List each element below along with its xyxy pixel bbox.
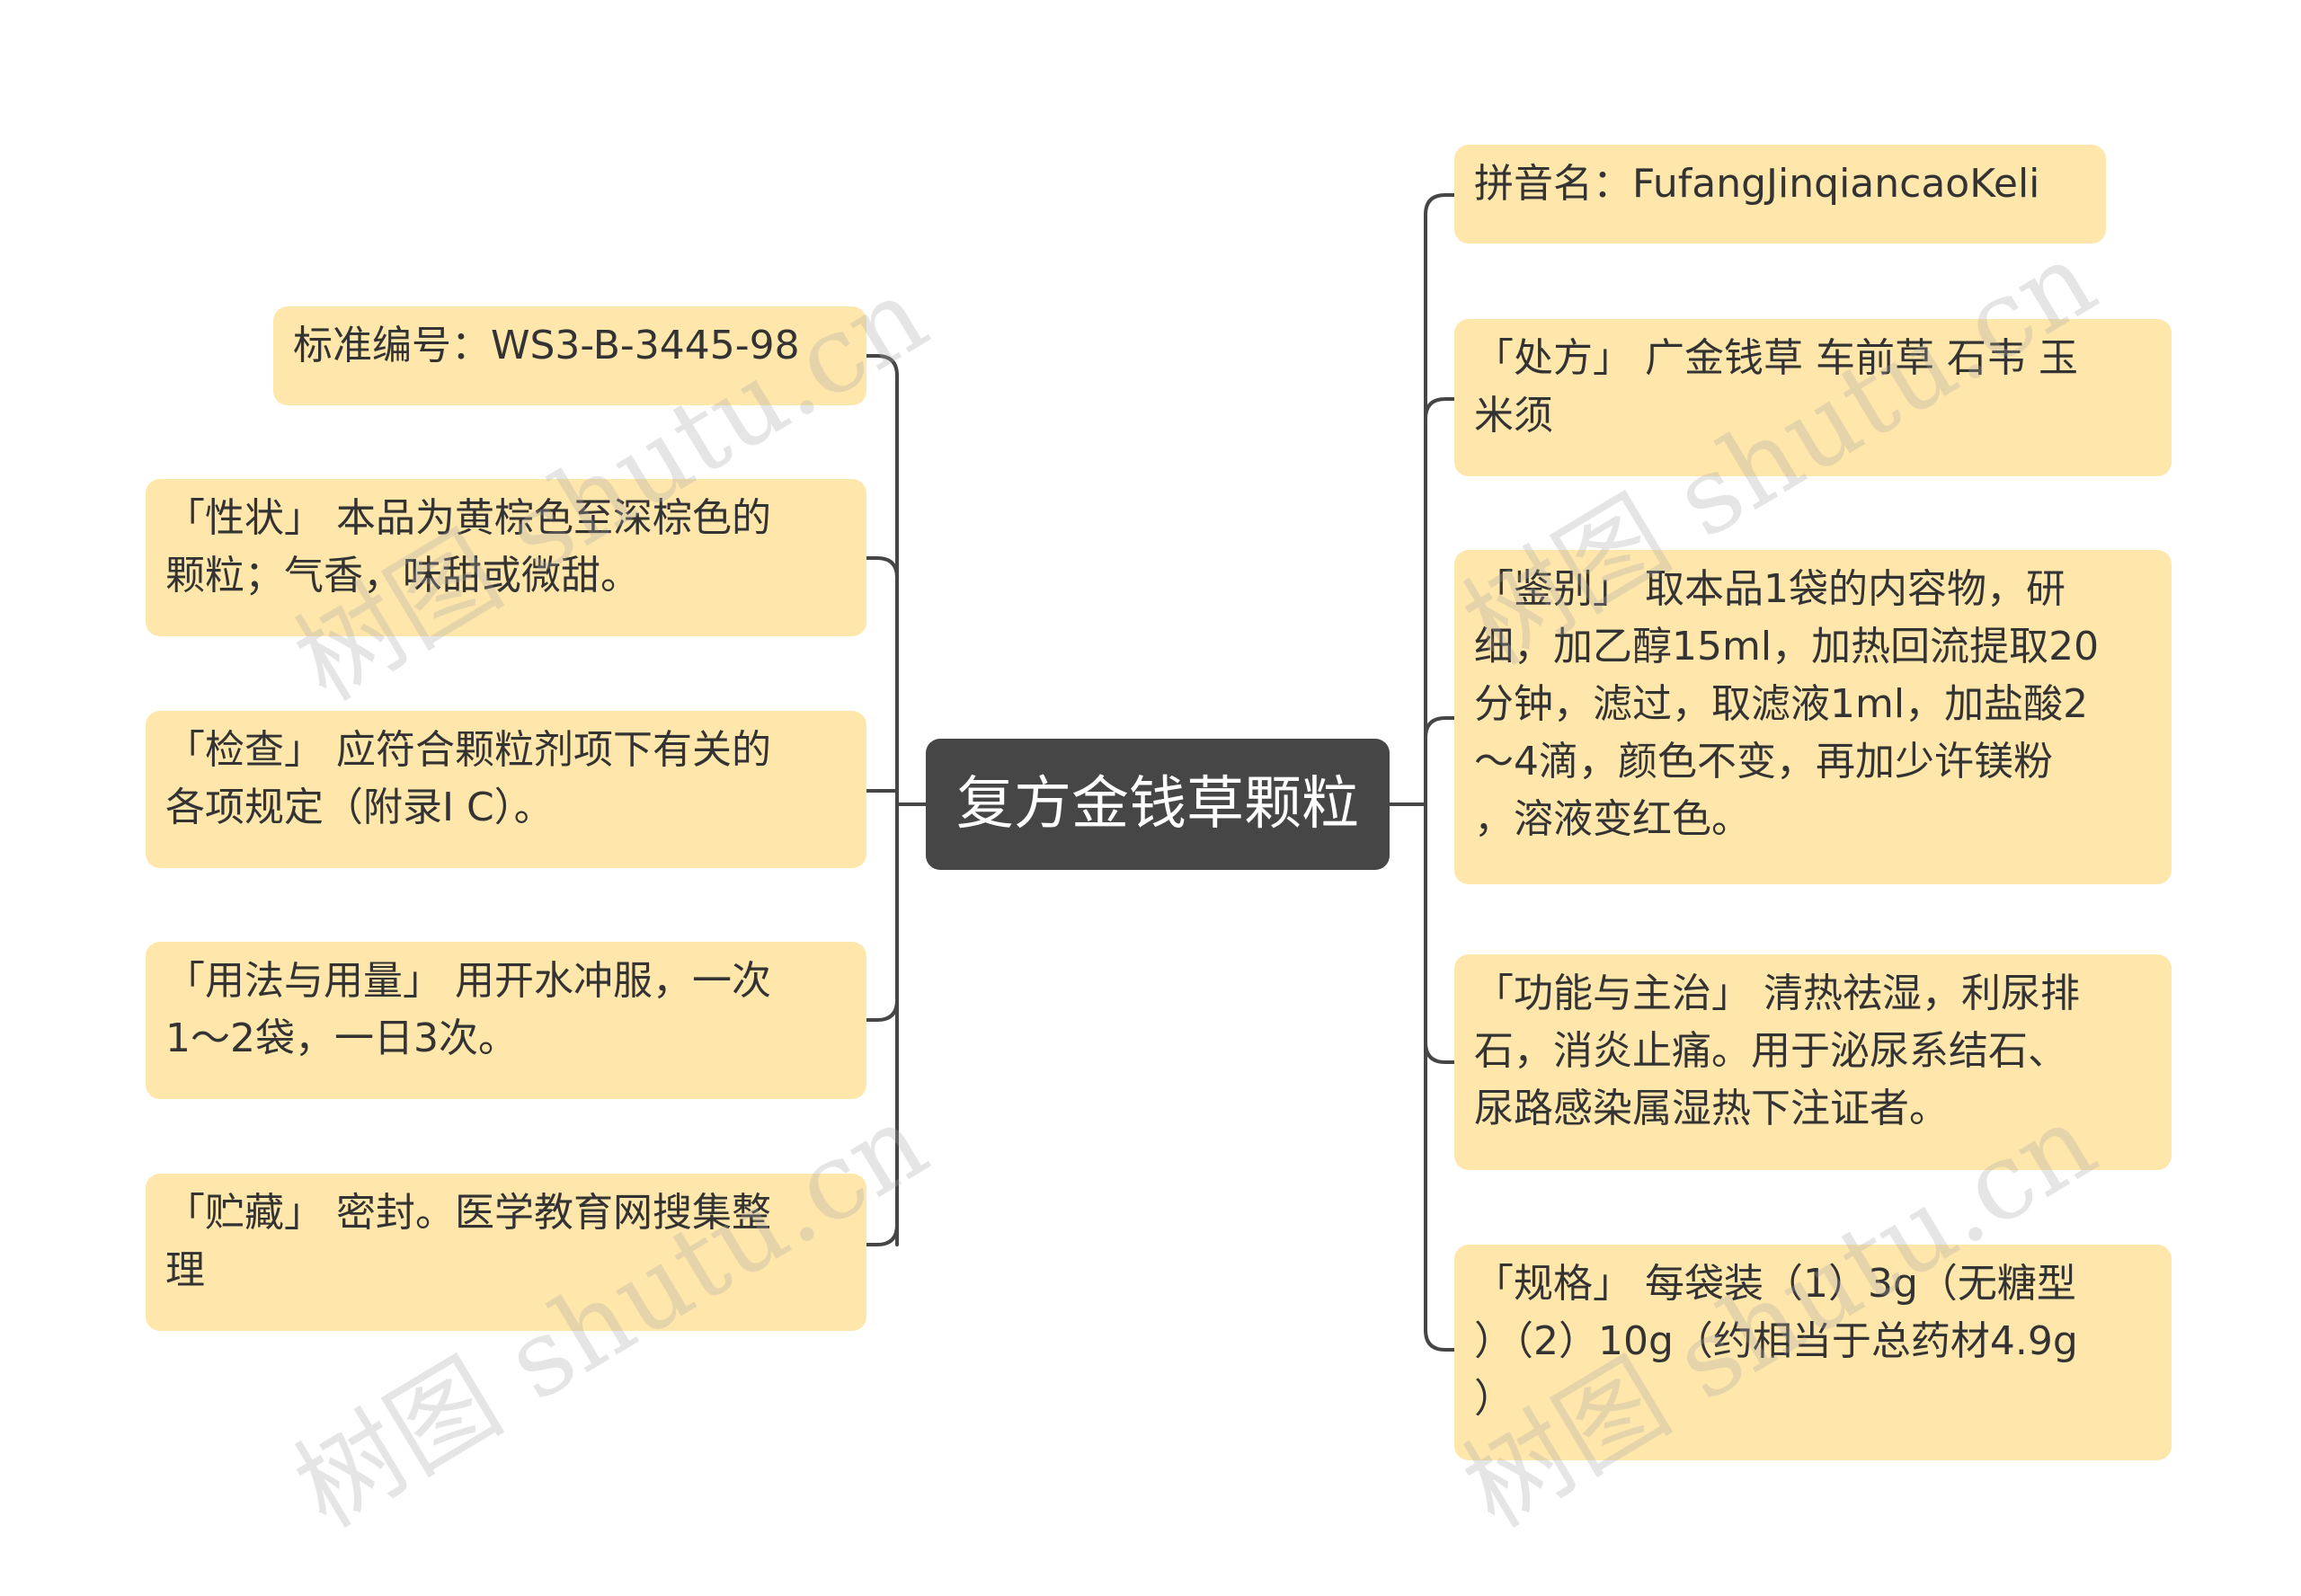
node-prescription[interactable]: 「处方」 广金钱草 车前草 石韦 玉 米须: [1454, 319, 2172, 476]
node-inspection[interactable]: 「检查」 应符合颗粒剂项下有关的 各项规定（附录I C）。: [146, 711, 866, 868]
left-branch-line: [865, 998, 899, 1022]
node-usage-dosage[interactable]: 「用法与用量」 用开水冲服，一次 1～2袋，一日3次。: [146, 942, 866, 1099]
node-storage[interactable]: 「贮藏」 密封。医学教育网搜集整 理: [146, 1174, 866, 1331]
central-topic[interactable]: 复方金钱草颗粒: [926, 739, 1390, 870]
node-specification[interactable]: 「规格」 每袋装（1）3g（无糖型 ）（2）10g（约相当于总药材4.9g ）: [1454, 1245, 2172, 1460]
node-identification[interactable]: 「鉴别」 取本品1袋的内容物，研 细，加乙醇15ml，加热回流提取20 分钟，滤…: [1454, 550, 2172, 884]
right-branch-line: [1424, 397, 1456, 421]
right-branch-line: [1424, 716, 1456, 740]
right-branch-line: [1424, 1328, 1456, 1352]
left-branch-line: [865, 1223, 899, 1246]
node-function-indication[interactable]: 「功能与主治」 清热祛湿，利尿排 石，消炎止痛。用于泌尿系结石、 尿路感染属湿热…: [1454, 954, 2172, 1170]
node-properties[interactable]: 「性状」 本品为黄棕色至深棕色的 颗粒；气香，味甜或微甜。: [146, 479, 866, 636]
left-branch-line: [865, 556, 899, 580]
right-branch-line: [1424, 1041, 1456, 1064]
node-standard-number[interactable]: 标准编号：WS3-B-3445-98: [273, 306, 866, 405]
node-pinyin-name[interactable]: 拼音名：FufangJinqiancaoKeli: [1454, 145, 2106, 244]
right-branch-line: [1424, 193, 1456, 217]
left-branch-line: [865, 354, 899, 377]
